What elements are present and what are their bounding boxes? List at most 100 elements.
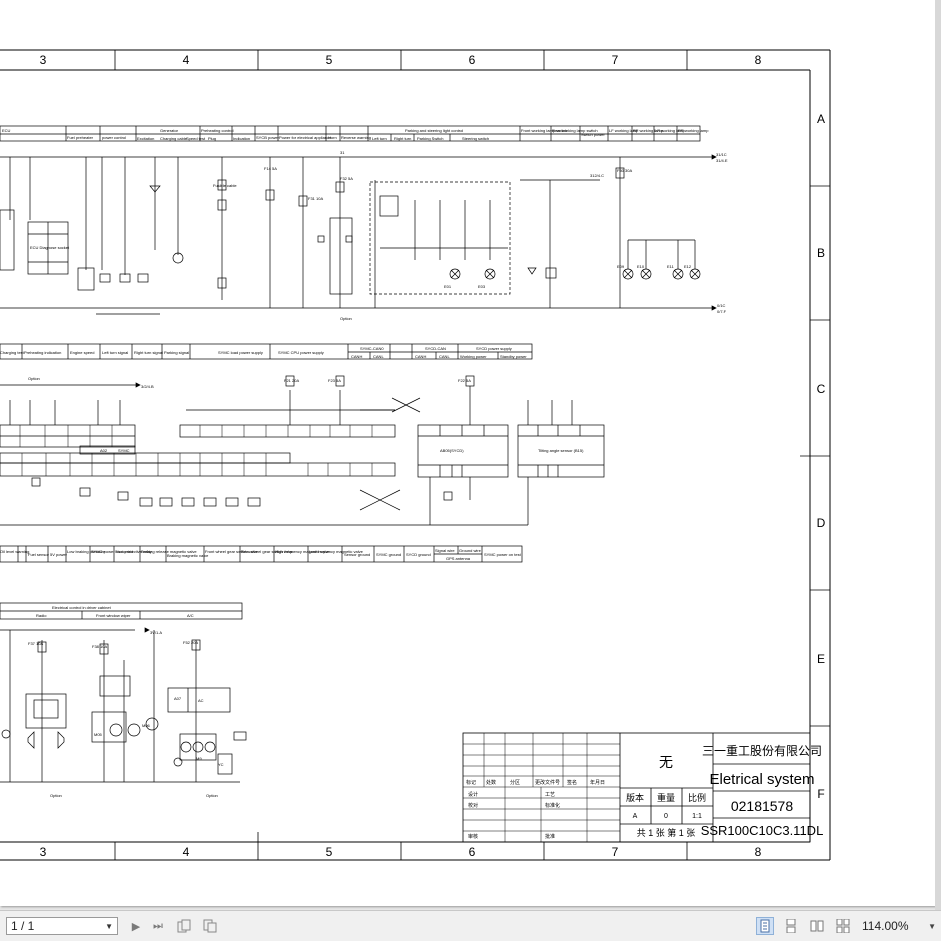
hdr3-fuel-sensor: Fuel sensor [28,552,50,557]
title-block [462,732,811,843]
continuous-facing-view-button[interactable] [834,917,852,935]
copy-icon [177,919,191,933]
hdr1-sycb-power: SYCB power [256,135,280,140]
hdr3-oil-level: Oil level warning [0,549,29,554]
bus-label-0-7f: 0/7.F [717,309,727,314]
hdr1-plug: Plug [208,136,216,141]
last-page-button[interactable]: ⏭ [150,917,166,935]
rev-header-sign: 签名 [567,779,577,786]
hdr1-parking-steering: Parking and steering light control [405,128,463,133]
bus-label-3v-1a: 3V/1.A [150,630,162,635]
col-label-8-bottom: 8 [755,845,762,859]
hdr1-lr-lamp: LR working lamp [655,128,686,133]
row-label-E: E [817,652,825,666]
cabinet-header [0,602,243,620]
lamp-e09: E09 [617,264,625,269]
cabinet-radio: Radio [36,613,47,618]
copy-button[interactable] [176,917,192,935]
paste-button[interactable] [202,917,218,935]
next-page-icon: ▶ [131,920,141,933]
bus-label-31: 31 [340,150,345,155]
hdr1-rear-lamp-switch: Rear working lamp switch [552,128,598,133]
sign-standard: 标准化 [545,802,560,809]
hdr3-gps-antenna: GPS antenna [446,556,471,561]
last-page-icon: ⏭ [153,919,163,932]
col-label-6-bottom: 6 [469,845,476,859]
hdr1-speed-test: Speed test [186,136,206,141]
facing-view-button[interactable] [808,917,826,935]
hdr3-low-freq: Low frequency magnetic valve [309,549,364,554]
hdr3-high-freq: High frequency magnetic valve [275,549,330,554]
single-page-view-button[interactable] [756,917,774,935]
cabinet-wiper: Front window wiper [96,613,131,618]
rev-header-zone: 分区 [510,779,520,786]
circuit-row-cd [0,375,605,526]
hdr1-power-control: power control [102,135,126,140]
hdr1-preheating-control: Preheating control [201,128,234,133]
hdr1-ecu: ECU [2,128,11,133]
title-drawing-number: 02181578 [731,798,794,814]
option-label-top: Option [340,316,352,321]
fuse-f32: F32 5A [340,176,353,181]
row-label-F: F [817,787,824,801]
col-label-5: 5 [326,53,333,67]
fuse-f31: F31 10A [308,196,323,201]
circuit-row-b [0,154,717,315]
continuous-view-button[interactable] [782,917,800,935]
chevron-down-icon: ▼ [928,921,936,931]
hdr1-left-turn: Left turn [372,136,387,141]
bus-label-312-4c: 312/4.C [590,173,604,178]
hdr1-front-lamp-switch: Front working lamp switch [521,128,567,133]
rev-header-count: 处数 [486,779,496,786]
bus-label-31-1c: 31/1C [716,152,727,157]
header-row-1 [0,125,701,142]
single-page-icon [760,919,770,933]
hdr2-canl-2: CANL [439,354,450,359]
hdr2-canh-1: CANH [351,354,362,359]
zoom-select[interactable]: 114.00% ▼ [862,917,936,935]
hdr2-sycd-can: SYCD-CAN [425,346,446,351]
facing-pages-icon [810,920,824,932]
hdr3-braking-valve: Braking magnetic valve [167,553,209,558]
hdr2-sycd-power: SYCD power supply [476,346,512,351]
fuse-f22: F22 5A [458,378,471,383]
hdr3-start-relay: Start protective relay [115,549,152,554]
sign-process: 工艺 [545,792,555,798]
cabinet-option-1: Option [50,793,62,798]
hdr2-canl-1: CANL [373,354,384,359]
paste-icon [203,919,217,933]
hdr3-symc-power-test: SYMC power on test [484,552,522,557]
fuse-f21: F21 20A [284,378,299,383]
hdr3-5v-power: 5V power [50,552,68,557]
cabinet-ac: A/C [187,613,194,618]
hdr3-braking-release: Braking release magnetic valve [141,549,197,554]
device-m06: M06 [142,723,151,728]
bus-label-302-4b: 3/2/4.B [141,384,154,389]
row-label-B: B [817,246,825,260]
title-model: SSR100C10C3.11DL [701,823,824,838]
page-select[interactable]: 1 / 1 ▼ [6,917,118,935]
schematic-drawing: 3 4 5 6 7 8 3 4 5 6 7 8 A B C D E F [0,49,831,861]
fuse-f50: F50 30A [617,168,632,173]
hdr2-symc-can0: SYMC-CAN0 [360,346,384,351]
device-m9: M9 [196,756,202,761]
sign-review: 审核 [468,833,478,840]
lamp-e12: E12 [684,264,692,269]
next-page-button[interactable]: ▶ [128,917,144,935]
row-label-D: D [817,516,826,530]
col-label-6: 6 [469,53,476,67]
device-m05: M05 [94,732,103,737]
title-company: 三一重工股份有限公司 [702,744,822,758]
hdr1-fuel-preheater: Fuel preheater [67,135,94,140]
header-row-2 [0,343,533,360]
hdr3-symc-ground: SYMC ground [376,552,401,557]
device-yc: YC [218,762,224,767]
hdr1-power-appliance: Power for electrical appliance [279,135,332,140]
hdr3-sycd-ground: SYCD ground [406,552,431,557]
hdr3-rear-gear: Rear wheel gear switch valve [241,549,294,554]
document-viewport[interactable]: 3 4 5 6 7 8 3 4 5 6 7 8 A B C D E F [0,0,941,910]
page-indicator: 1 / 1 [11,919,35,933]
vertical-scrollbar[interactable] [935,0,941,910]
hdr1-charging-cable: Charging cable [160,136,188,141]
hdr2-left-turn-signal: Left turn signal [102,350,128,355]
